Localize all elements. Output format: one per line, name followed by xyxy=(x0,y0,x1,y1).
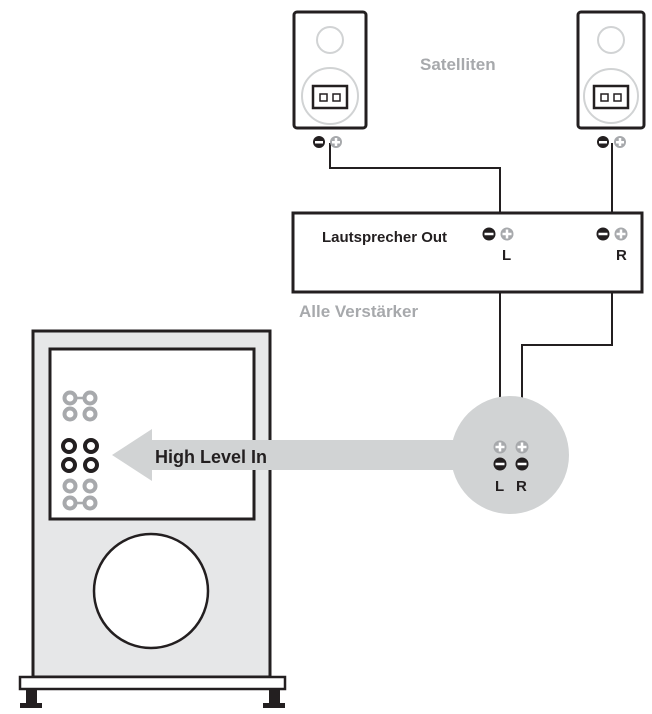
satellite-speaker-right xyxy=(576,10,646,148)
high-level-jacks xyxy=(61,438,99,473)
high-level-in-label: High Level In xyxy=(155,447,267,467)
subwoofer-driver-icon xyxy=(92,532,210,650)
amplifier-box xyxy=(291,211,644,294)
minus-terminal-icon xyxy=(313,136,325,148)
speaker-wires xyxy=(329,143,613,448)
sub-right-terminals xyxy=(515,440,529,471)
tweeter-icon xyxy=(597,26,625,54)
minus-terminal-icon xyxy=(515,457,529,471)
plus-terminal-icon xyxy=(614,136,626,148)
woofer-icon xyxy=(301,67,359,125)
sub-right-channel-label: R xyxy=(516,478,527,495)
plus-terminal-icon xyxy=(330,136,342,148)
sub-left-channel-label: L xyxy=(495,478,504,495)
plus-terminal-icon xyxy=(500,227,514,241)
minus-terminal-icon xyxy=(597,136,609,148)
wire-left-satellite-to-amp xyxy=(329,143,501,230)
gray-jack-pair-2 xyxy=(62,478,98,511)
sub-left-terminals xyxy=(493,440,507,471)
satellites-label: Satelliten xyxy=(420,55,496,74)
amplifier-caption: Alle Verstärker xyxy=(299,302,418,321)
plus-terminal-icon xyxy=(493,440,507,454)
amp-right-channel-label: R xyxy=(616,247,627,264)
speaker-out-label: Lautsprecher Out xyxy=(322,229,447,246)
subwoofer-cabinet xyxy=(18,329,287,708)
satellite-speaker-left xyxy=(292,10,368,148)
input-zoom-circle xyxy=(451,396,569,514)
minus-terminal-icon xyxy=(596,227,610,241)
plus-terminal-icon xyxy=(614,227,628,241)
terminal-plate-icon xyxy=(311,84,349,110)
gray-jack-pair-1 xyxy=(62,390,98,422)
wire-amp-right-to-sub xyxy=(521,245,613,448)
subwoofer-stand xyxy=(18,675,287,708)
high-level-in-arrow xyxy=(112,429,465,481)
minus-terminal-icon xyxy=(482,227,496,241)
tweeter-icon xyxy=(316,26,344,54)
minus-terminal-icon xyxy=(493,457,507,471)
subwoofer-input-jacks xyxy=(61,390,99,511)
woofer-icon xyxy=(583,68,639,124)
terminal-plate-icon xyxy=(592,84,630,110)
amp-right-terminals xyxy=(596,227,628,241)
plus-terminal-icon xyxy=(515,440,529,454)
amp-left-channel-label: L xyxy=(502,247,511,264)
amp-left-terminals xyxy=(482,227,514,241)
